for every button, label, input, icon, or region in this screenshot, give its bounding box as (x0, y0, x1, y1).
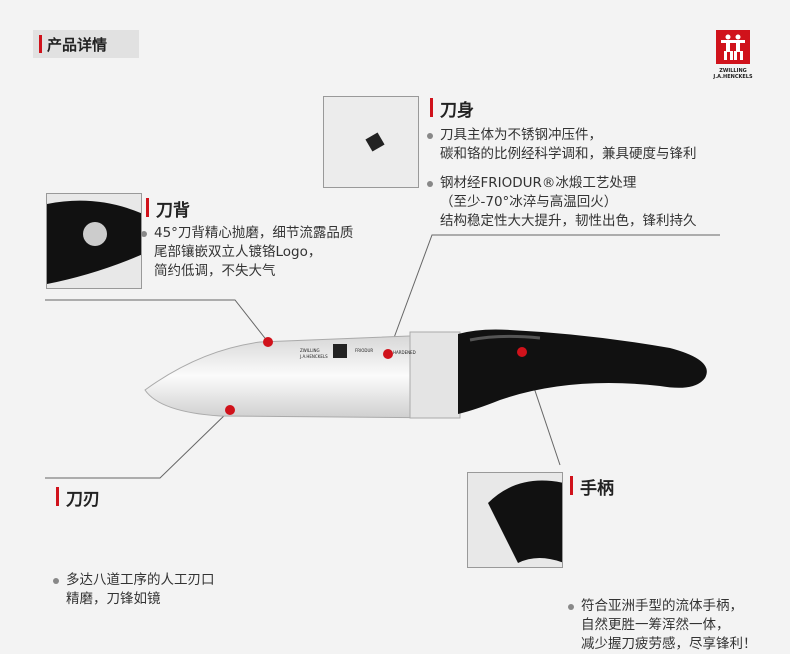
knife-print-brand: ZWILLING (300, 348, 320, 353)
handle-description: 符合亚洲手型的流体手柄，自然更胜一筹浑然一体，减少握刀疲劳感，尽享锋利！ (567, 597, 790, 654)
brand-line1: ZWILLING (719, 68, 747, 74)
blade-line: 刀具主体为不锈钢冲压件， (440, 127, 602, 143)
blade-description: 刀具主体为不锈钢冲压件， 碳和铬的比例经科学调和，兼具硬度与锋利 钢材经FRIOD… (426, 126, 697, 231)
handle-thumbnail (467, 472, 563, 568)
spine-description: 45°刀背精心抛磨，细节流露品质尾部镶嵌双立人镀铬Logo， 简约低调，不失大气 (140, 224, 790, 281)
handle-line: 减少握刀疲劳感，尽享锋利！ (581, 636, 757, 652)
knife-print-brand2: J.A.HENCKELS (299, 354, 328, 359)
blade-line: （至少-70°冰淬与高温回火） (440, 194, 618, 210)
blade-line: 钢材经FRIODUR®冰煅工艺处理 (440, 175, 637, 191)
blade-line: 碳和铬的比例经科学调和，兼具硬度与锋利 (440, 146, 697, 162)
spine-line: 简约低调，不失大气 (154, 263, 276, 279)
handle-title: 手柄 (570, 474, 614, 499)
marker-handle (517, 347, 527, 357)
blade-title: 刀身 (430, 96, 474, 121)
edge-title: 刀刃 (56, 485, 100, 510)
marker-edge (225, 405, 235, 415)
spine-line: 尾部镶嵌双立人镀铬Logo， (154, 244, 322, 260)
section-header: 产品详情 (33, 30, 139, 58)
spine-thumbnail (46, 193, 142, 289)
handle-line: 符合亚洲手型的流体手柄， (581, 598, 743, 614)
header-title: 产品详情 (47, 35, 108, 54)
blade-line: 结构稳定性大大提升，韧性出色，锋利持久 (440, 213, 697, 229)
knife-print-friodur: FRIODUR (355, 348, 373, 353)
marker-blade (383, 349, 393, 359)
brand-line2: J.A.HENCKELS (713, 74, 753, 80)
edge-description: 多达八道工序的人工刃口精磨，刀锋如镜 (52, 571, 790, 609)
marker-spine (263, 337, 273, 347)
blade-thumbnail (323, 96, 419, 188)
brand-logo (716, 30, 750, 64)
leader-lines (45, 234, 720, 479)
spine-line: 45°刀背精心抛磨，细节流露品质 (154, 225, 354, 241)
edge-line: 多达八道工序的人工刃口 (66, 572, 215, 588)
knife-print-hardened: HARDENED (393, 350, 416, 355)
spine-title: 刀背 (146, 196, 190, 221)
edge-line: 精磨，刀锋如镜 (66, 591, 161, 607)
